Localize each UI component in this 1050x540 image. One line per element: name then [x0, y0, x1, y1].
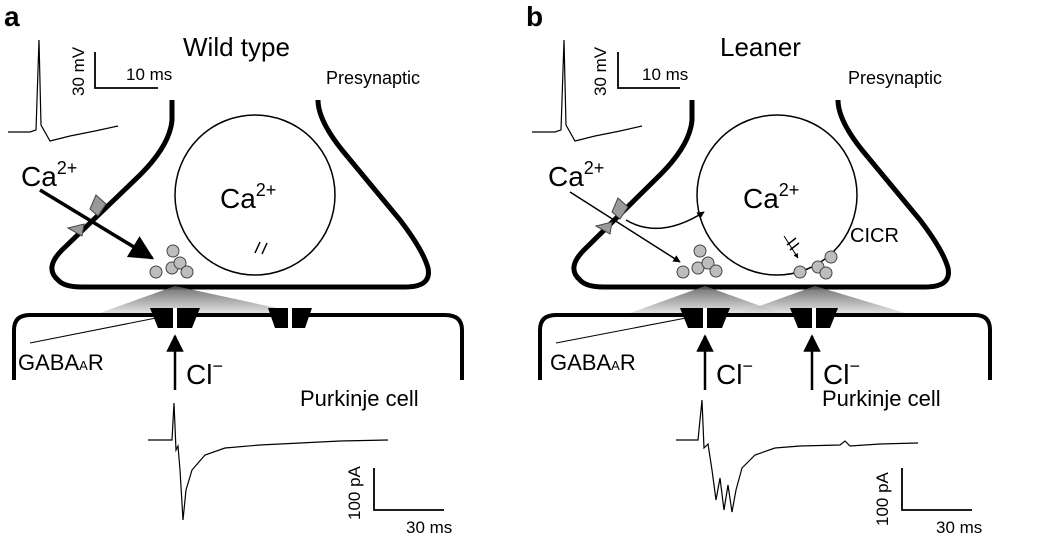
transmitter-release-cone [740, 286, 905, 313]
purkinje-label: Purkinje cell [822, 386, 941, 411]
scale-bar [901, 468, 972, 511]
scale-time-label: 30 ms [406, 518, 452, 537]
action-potential-trace [532, 39, 643, 142]
scale-time-label: 10 ms [126, 65, 172, 84]
panel-b: b Leaner Presynaptic 30 mV 10 ms Ca2+ CI… [526, 1, 992, 537]
calcium-influx-arrow [569, 191, 681, 263]
chloride-label: Cl− [186, 356, 223, 390]
scale-voltage-label: 30 mV [69, 46, 88, 96]
receptor-label: GABAAR [550, 350, 636, 375]
purkinje-membrane [12, 313, 464, 380]
store-channel-icon [786, 237, 800, 251]
vesicle-cluster [676, 244, 723, 279]
scale-bar [94, 52, 158, 89]
scale-time-label: 30 ms [936, 518, 982, 537]
calcium-store [696, 114, 858, 276]
vesicle-cluster [793, 250, 838, 280]
scale-bar [373, 468, 444, 511]
scale-voltage-label: 30 mV [591, 46, 610, 96]
calcium-channel-icon [611, 197, 629, 220]
external-ca-label: Ca2+ [548, 158, 604, 192]
scale-bar [617, 52, 680, 89]
panel-letter: b [526, 1, 543, 32]
scale-time-label: 10 ms [642, 65, 688, 84]
panel-letter: a [4, 1, 20, 32]
scale-current-label: 100 pA [873, 471, 892, 526]
receptor-label: GABAAR [18, 350, 104, 375]
transmitter-release-cone [630, 286, 780, 313]
calcium-channel-icon [594, 221, 613, 235]
presynaptic-terminal [571, 99, 951, 290]
chloride-label: Cl− [716, 356, 753, 390]
receptor-leader-line [29, 317, 157, 344]
scale-current-label: 100 pA [345, 465, 364, 520]
calcium-channel-icon [66, 223, 85, 237]
action-potential-trace [8, 39, 119, 142]
receptor-leader-line [555, 317, 687, 344]
cicr-release-arrow [783, 235, 799, 259]
vesicle-cluster [149, 244, 194, 279]
transmitter-release-cone [100, 286, 300, 313]
store-channel-icon [254, 241, 268, 255]
purkinje-membrane [538, 313, 992, 380]
calcium-to-store-arrow [625, 211, 705, 230]
chloride-label: Cl− [823, 356, 860, 390]
purkinje-label: Purkinje cell [300, 386, 419, 411]
cicr-label: CICR [850, 225, 899, 247]
panel-title: Leaner [720, 32, 801, 62]
presynaptic-terminal [49, 99, 431, 290]
calcium-influx-arrow [39, 188, 155, 260]
store-ca-label: Ca2+ [220, 180, 276, 214]
panel-title: Wild type [183, 32, 290, 62]
external-ca-label: Ca2+ [21, 158, 77, 192]
presynaptic-label: Presynaptic [848, 68, 942, 88]
panel-a: a Wild type Presynaptic 30 mV 10 ms Ca2+… [4, 1, 464, 537]
ipsc-trace [148, 402, 389, 521]
store-ca-label: Ca2+ [743, 180, 799, 214]
calcium-store [174, 114, 336, 276]
ipsc-trace [676, 399, 919, 513]
calcium-channel-icon [89, 194, 107, 217]
presynaptic-label: Presynaptic [326, 68, 420, 88]
